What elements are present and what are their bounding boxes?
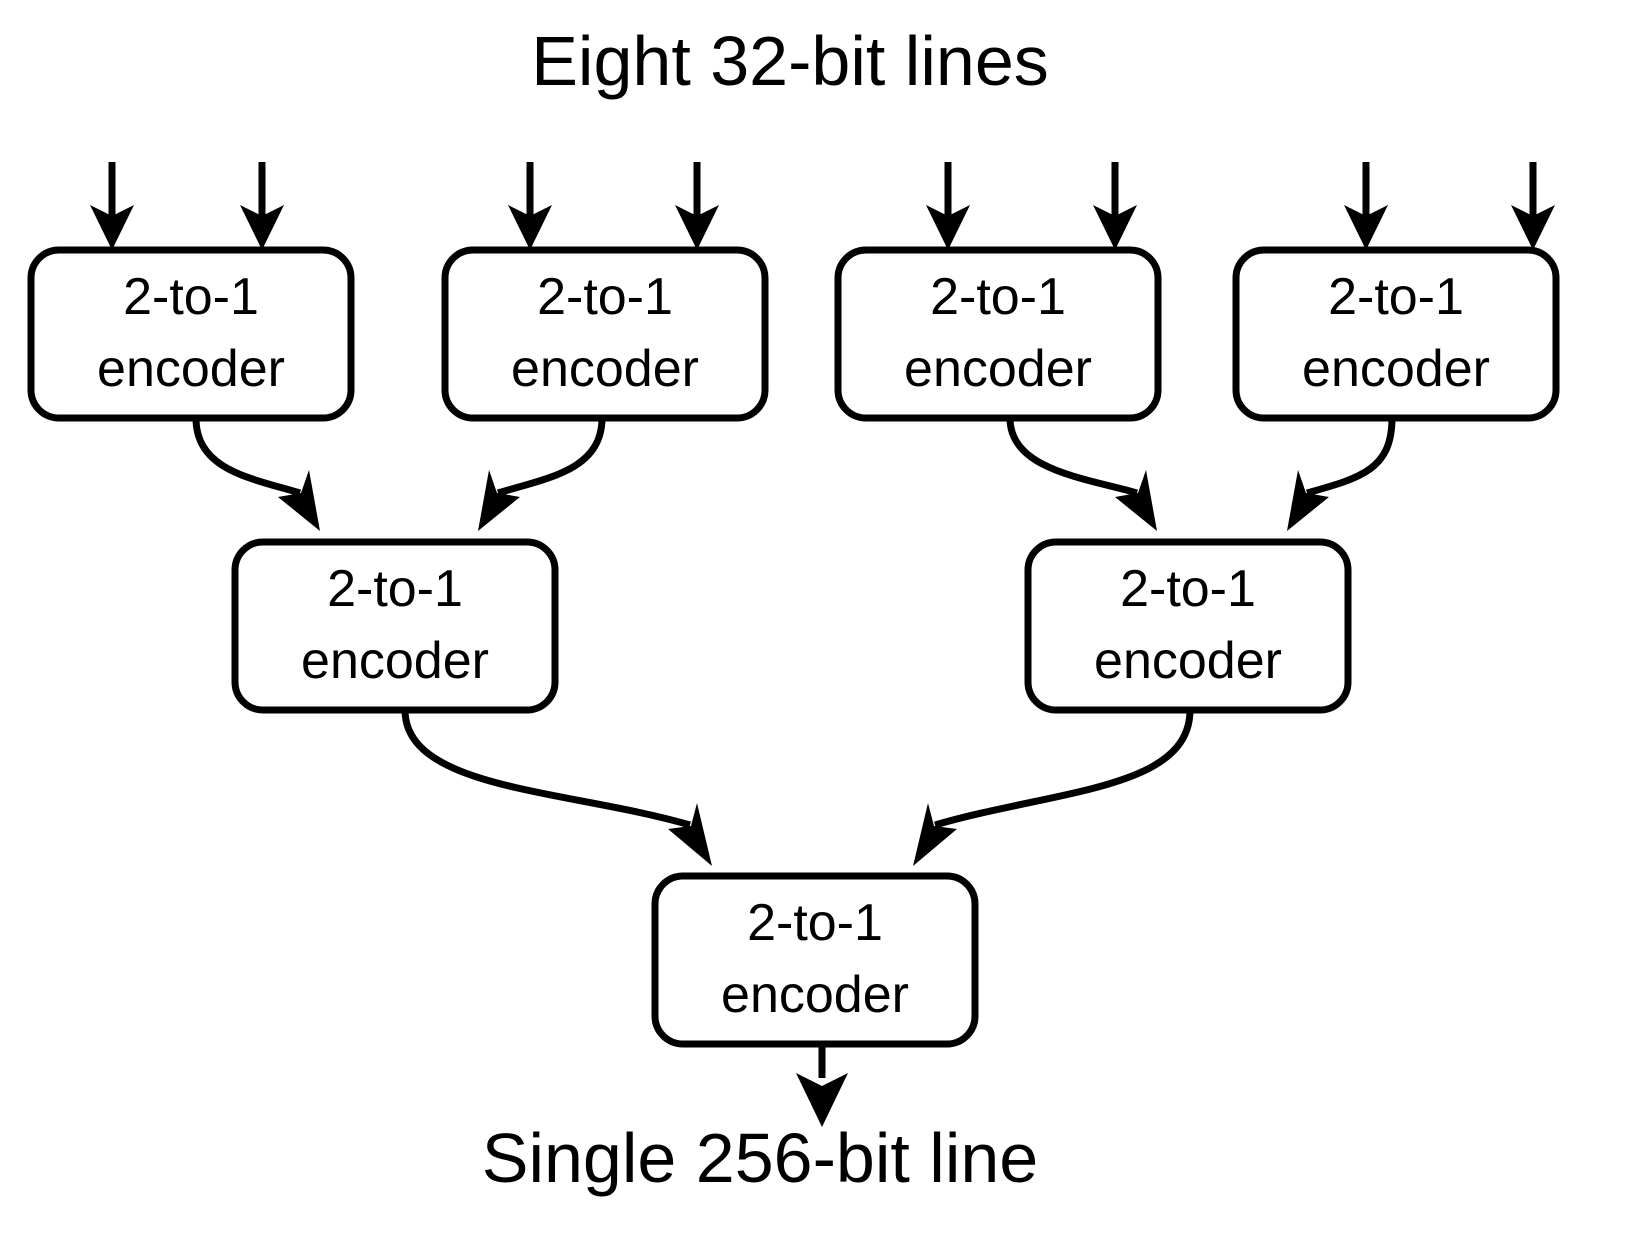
input-arrow-8 — [1511, 162, 1555, 250]
input-arrow-3 — [508, 162, 552, 250]
enc-r2-c2[interactable]: 2-to-1 encoder — [1024, 538, 1352, 714]
enc-r1-c3-shape[interactable] — [834, 246, 1162, 422]
enc-r2-c1-label-line1: 2-to-1 — [327, 560, 463, 618]
wire-enc-r1-c2-to-enc-r2-c1 — [478, 417, 606, 531]
enc-r3-c1[interactable]: 2-to-1 encoder — [651, 872, 979, 1048]
enc-r1-c2-label-line2: encoder — [511, 340, 699, 398]
enc-r1-c1-label-line1: 2-to-1 — [123, 268, 259, 326]
input-arrow-4 — [675, 162, 719, 250]
enc-r1-c3-label-line2: encoder — [904, 340, 1092, 398]
enc-r3-c1-shape[interactable] — [651, 872, 979, 1048]
enc-r1-c2[interactable]: 2-to-1 encoder — [441, 246, 769, 422]
bottom-caption: Single 256-bit line — [482, 1119, 1038, 1197]
wire-enc-r1-c1-to-enc-r2-c1 — [192, 417, 320, 531]
enc-r2-c1-label-line2: encoder — [301, 632, 489, 690]
enc-r1-c1[interactable]: 2-to-1 encoder — [27, 246, 355, 422]
input-arrow-2 — [240, 162, 284, 250]
enc-r3-c1-label-line1: 2-to-1 — [747, 894, 883, 952]
wire-enc-r2-c1-to-enc-r3-c1 — [401, 709, 712, 866]
level2-to-level3-wires — [401, 709, 1194, 866]
enc-r1-c2-shape[interactable] — [441, 246, 769, 422]
input-arrow-1 — [90, 162, 134, 250]
enc-r1-c4-shape[interactable] — [1232, 246, 1560, 422]
input-arrows-group — [90, 162, 1555, 250]
enc-r2-c2-label-line1: 2-to-1 — [1120, 560, 1256, 618]
wire-enc-r1-c4-to-enc-r2-c2 — [1287, 417, 1396, 531]
enc-r1-c1-shape[interactable] — [27, 246, 355, 422]
wire-enc-r1-c3-to-enc-r2-c2 — [1006, 417, 1157, 531]
enc-r1-c3[interactable]: 2-to-1 encoder — [834, 246, 1162, 422]
input-arrow-7 — [1344, 162, 1388, 250]
enc-r1-c4[interactable]: 2-to-1 encoder — [1232, 246, 1560, 422]
wire-enc-r2-c2-to-enc-r3-c1 — [913, 709, 1194, 866]
enc-r1-c4-label-line1: 2-to-1 — [1328, 268, 1464, 326]
input-arrow-5 — [926, 162, 970, 250]
enc-r1-c1-label-line2: encoder — [97, 340, 285, 398]
level1-to-level2-wires — [192, 417, 1396, 531]
enc-r2-c2-label-line2: encoder — [1094, 632, 1282, 690]
enc-r1-c2-label-line1: 2-to-1 — [537, 268, 673, 326]
enc-r3-c1-label-line2: encoder — [721, 966, 909, 1024]
enc-r2-c1-shape[interactable] — [231, 538, 559, 714]
enc-r1-c4-label-line2: encoder — [1302, 340, 1490, 398]
top-caption: Eight 32-bit lines — [531, 22, 1049, 100]
output-arrow — [796, 1043, 848, 1127]
enc-r2-c1[interactable]: 2-to-1 encoder — [231, 538, 559, 714]
input-arrow-6 — [1093, 162, 1137, 250]
enc-r2-c2-shape[interactable] — [1024, 538, 1352, 714]
enc-r1-c3-label-line1: 2-to-1 — [930, 268, 1066, 326]
